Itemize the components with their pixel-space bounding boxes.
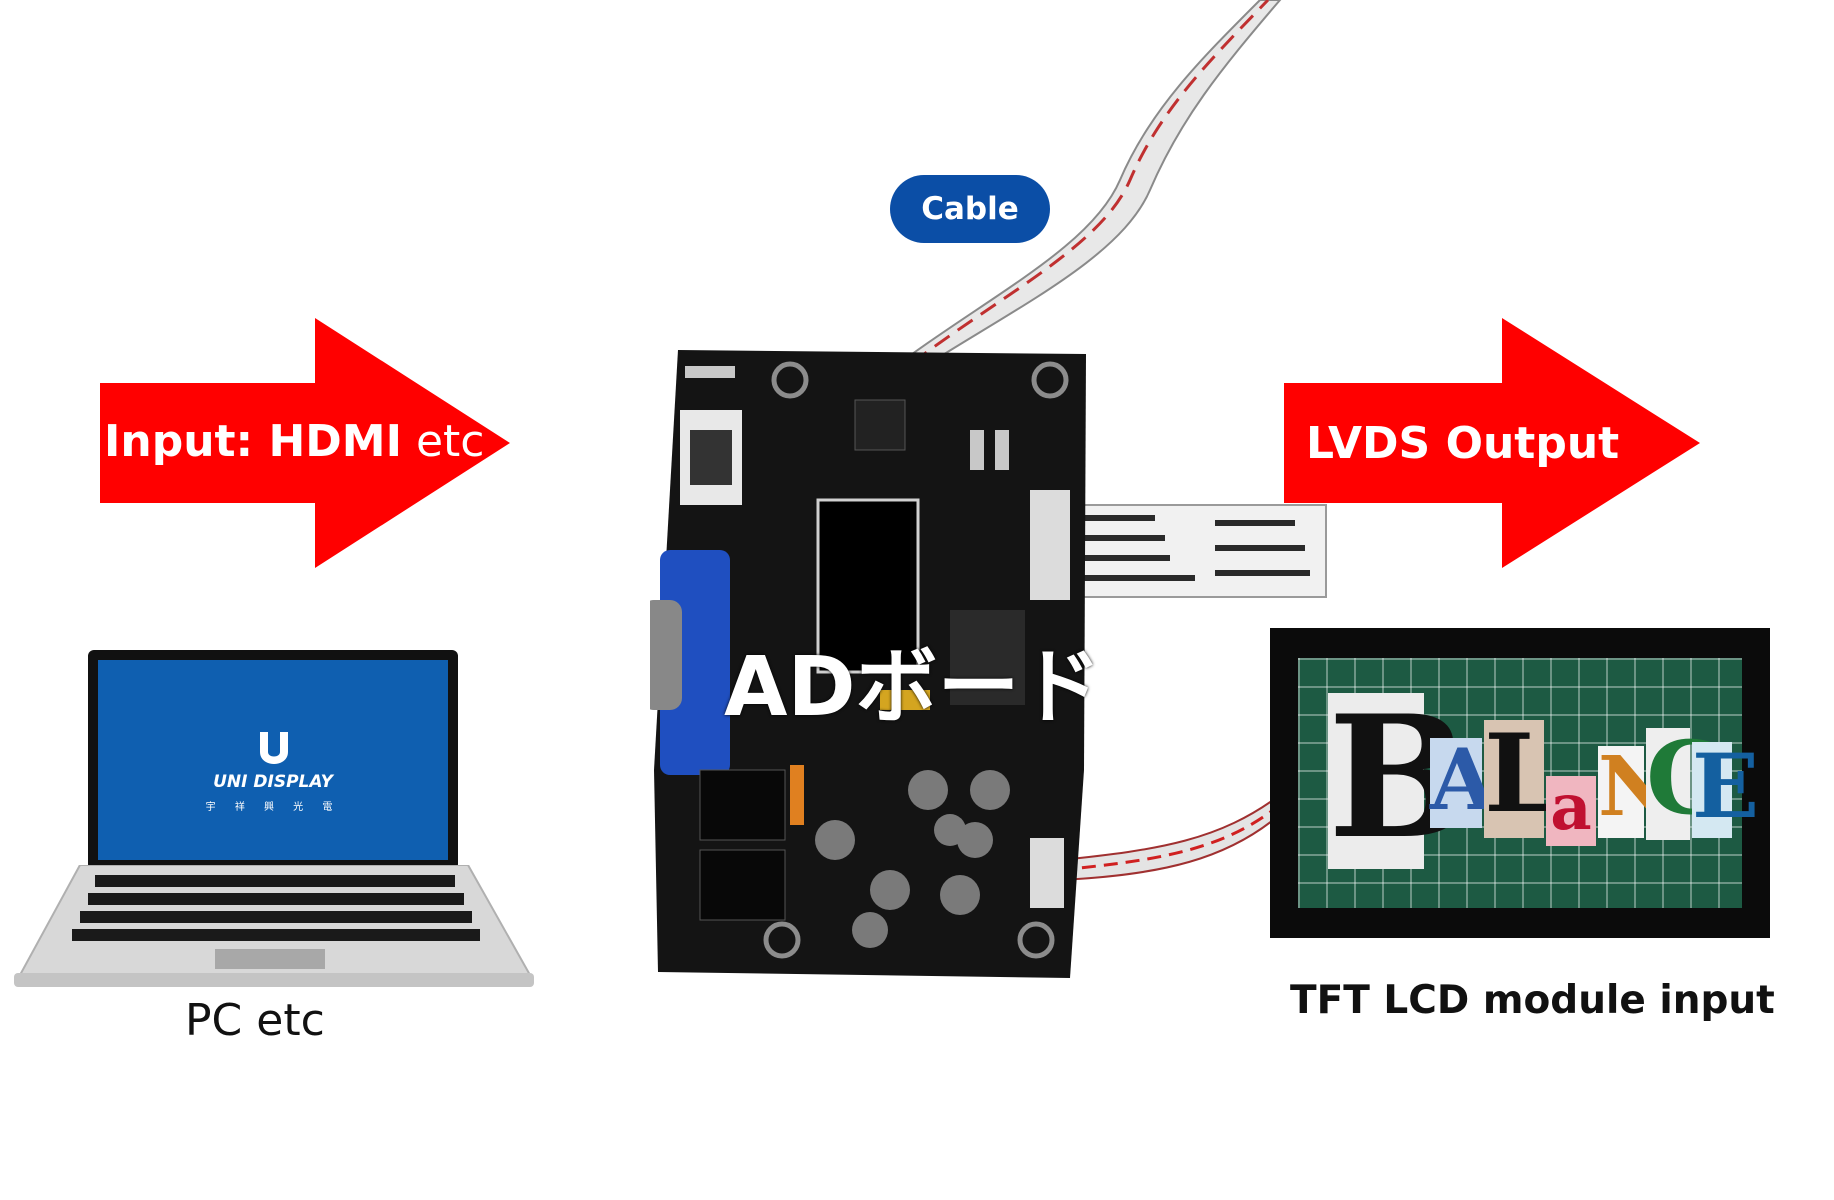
ad-board-illustration: ADボード <box>642 350 1102 978</box>
ad-board-label: ADボード <box>724 640 1102 735</box>
lcd-letter-3: L <box>1484 711 1560 838</box>
input-arrow-label-light: etc <box>401 416 485 467</box>
lcd-letter-6: C <box>1646 728 1726 840</box>
uni-display-logo-icon <box>256 730 292 768</box>
laptop-display: UNI DISPLAY 宇 祥 興 光 電 <box>98 660 448 860</box>
laptop-illustration: UNI DISPLAY 宇 祥 興 光 電 <box>10 650 550 1005</box>
uni-display-brand: UNI DISPLAY <box>213 772 333 792</box>
lcd-letter-4: a <box>1546 776 1596 846</box>
lcd-screen: B A L a N C E <box>1298 658 1760 908</box>
input-arrow-label-bold: Input: HDMI <box>104 416 402 467</box>
laptop-keyboard-base <box>14 865 534 987</box>
output-arrow: LVDS Output <box>1284 318 1700 568</box>
lcd-screen-word: B A L a N C E <box>1298 658 1760 908</box>
lcd-letter-7: E <box>1692 734 1760 838</box>
input-arrow: Input: HDMI etc <box>100 318 510 568</box>
lcd-module: B A L a N C E <box>1270 628 1770 938</box>
laptop-screen-bezel: UNI DISPLAY 宇 祥 興 光 電 <box>88 650 458 870</box>
cable-badge: Cable <box>890 175 1050 243</box>
lcd-letter-2: A <box>1430 730 1496 829</box>
output-arrow-shape <box>1284 318 1700 568</box>
lcd-letter-5: N <box>1598 746 1673 838</box>
uni-display-brand-sub: 宇 祥 興 光 電 <box>205 802 341 813</box>
output-arrow-label: LVDS Output <box>1306 418 1620 469</box>
pc-caption: PC etc <box>185 995 325 1046</box>
input-arrow-shape <box>100 318 510 568</box>
lcd-caption: TFT LCD module input <box>1290 978 1775 1023</box>
lcd-letter-1: B <box>1328 678 1470 876</box>
input-arrow-label: Input: HDMI etc <box>104 416 484 467</box>
